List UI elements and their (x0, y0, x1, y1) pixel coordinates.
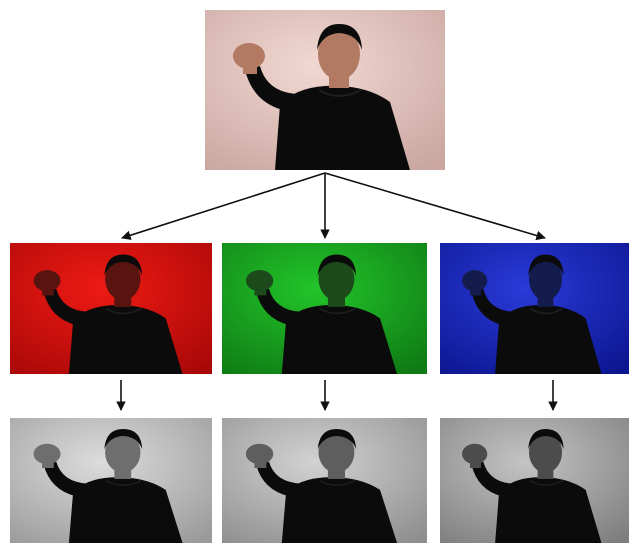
raised-arm (43, 461, 88, 497)
head (318, 28, 360, 80)
scene-illustration (440, 243, 629, 374)
head (528, 257, 563, 301)
collar (529, 479, 564, 486)
wrist (41, 460, 54, 468)
head (318, 432, 355, 473)
collar (318, 479, 356, 486)
arrow-to-red (121, 172, 326, 240)
hair (528, 254, 564, 276)
head (528, 432, 563, 473)
torso (275, 85, 410, 170)
blue-channel-frame (440, 243, 629, 374)
hair (104, 254, 143, 276)
scene-illustration (440, 418, 629, 543)
arrow-to-blue (324, 172, 546, 241)
scene-illustration (10, 418, 212, 543)
collar (529, 307, 564, 315)
fist (245, 270, 274, 292)
head (105, 257, 141, 301)
grayscale-frame-blue (440, 418, 629, 543)
head (318, 257, 355, 301)
fist (33, 270, 61, 292)
raised-arm (245, 66, 297, 110)
scene-illustration (222, 243, 427, 374)
hair (317, 24, 362, 50)
torso (281, 477, 398, 543)
wrist (254, 287, 267, 296)
wrist (254, 460, 267, 468)
green-channel-frame (222, 243, 427, 374)
fist (462, 443, 488, 465)
grayscale-frame-red (10, 418, 212, 543)
grayscale-frame-green (222, 418, 427, 543)
hair (528, 428, 564, 450)
wrist (41, 287, 54, 296)
red-channel-frame (10, 243, 212, 374)
raised-arm (256, 288, 301, 325)
hair (104, 428, 143, 450)
wrist (469, 287, 481, 296)
collar (318, 89, 362, 97)
hair (317, 254, 357, 276)
wrist (243, 64, 257, 74)
original-frame-photo (205, 10, 445, 170)
fist (33, 443, 61, 465)
collar (105, 479, 142, 486)
raised-arm (256, 461, 301, 497)
wrist (469, 460, 481, 468)
collar (105, 307, 142, 315)
hair (317, 428, 357, 450)
scene-illustration (205, 10, 445, 170)
fist (245, 443, 274, 465)
torso (495, 477, 602, 543)
fist (462, 270, 488, 292)
scene-illustration (10, 243, 212, 374)
torso (68, 305, 183, 374)
raised-arm (471, 461, 513, 497)
torso (68, 477, 183, 543)
fist (233, 43, 265, 69)
scene-illustration (222, 418, 427, 543)
raised-arm (43, 288, 88, 325)
head (105, 432, 141, 473)
collar (318, 307, 356, 315)
torso (281, 305, 398, 374)
raised-arm (471, 288, 513, 325)
torso (495, 305, 602, 374)
